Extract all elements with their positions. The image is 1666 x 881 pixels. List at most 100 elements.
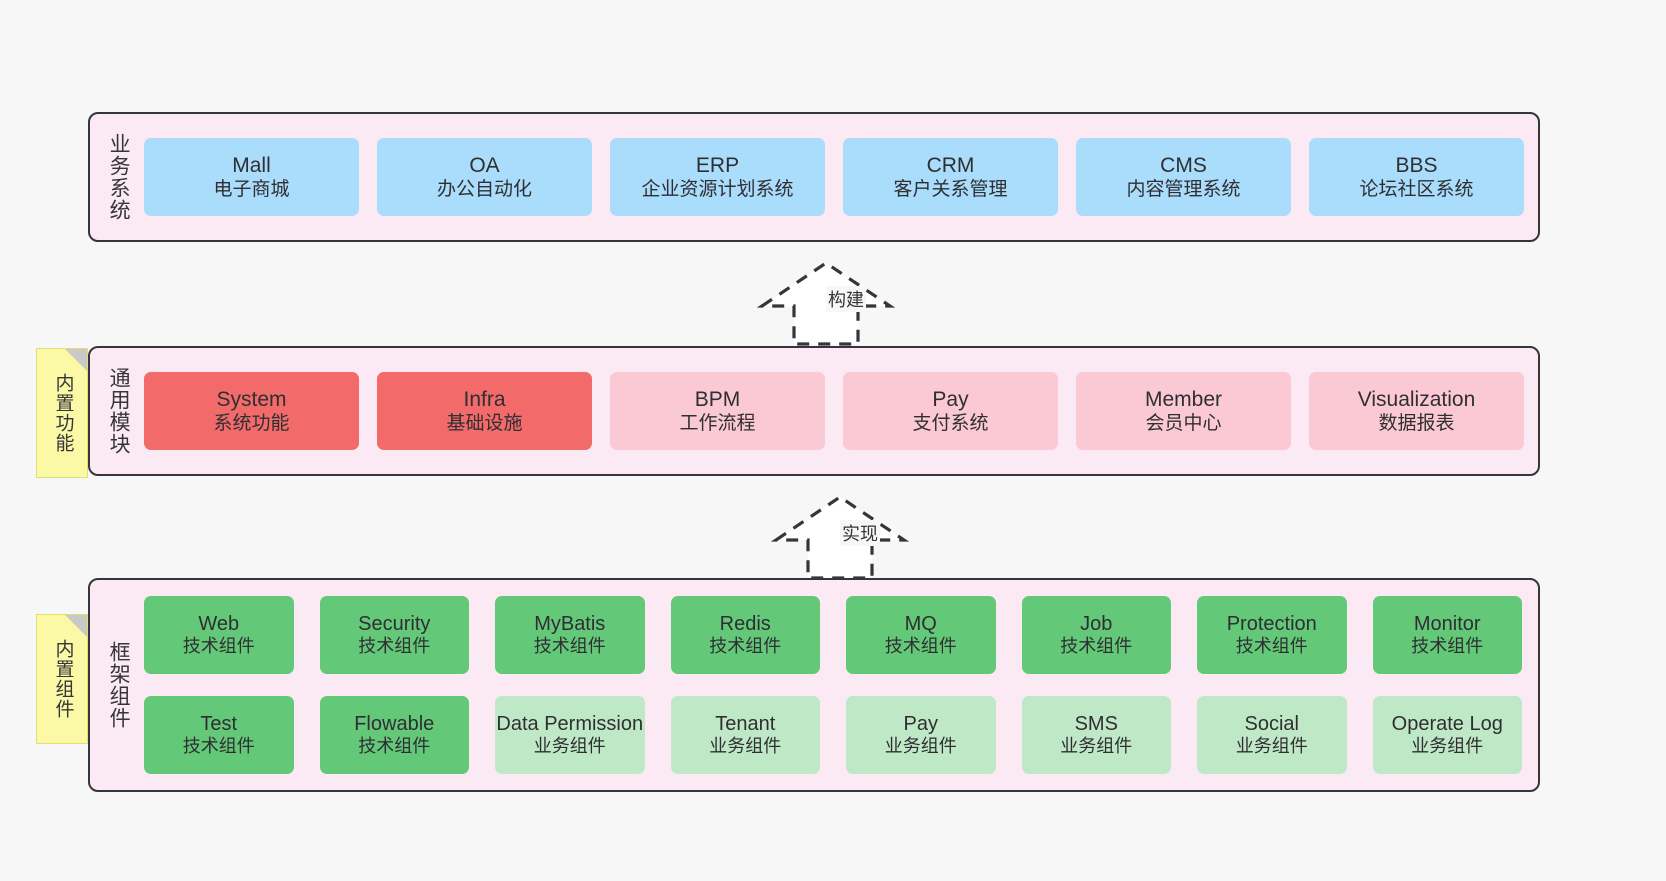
card-subtitle: 技术组件	[709, 636, 782, 657]
card-subtitle: 论坛社区系统	[1359, 179, 1474, 201]
note-fold-corner-icon	[65, 349, 87, 371]
card-title: ERP	[695, 153, 740, 177]
connector-build: 构建	[750, 258, 940, 348]
card-title: MQ	[904, 612, 937, 635]
card-subtitle: 企业资源计划系统	[641, 179, 794, 201]
card-title: Job	[1080, 612, 1113, 635]
card-subtitle: 技术组件	[1411, 636, 1484, 657]
card-title: Web	[198, 612, 240, 635]
card-subtitle: 技术组件	[1235, 636, 1308, 657]
card-title: System	[216, 387, 287, 411]
card-title: BBS	[1395, 153, 1438, 177]
card-title: Tenant	[715, 712, 776, 735]
note-builtin-component-label: 内置组件	[52, 639, 74, 719]
card-subtitle: 业务组件	[1235, 736, 1308, 757]
card-title: Infra	[463, 387, 506, 411]
note-builtin-component: 内置组件	[36, 614, 88, 744]
card-title: OA	[469, 153, 500, 177]
card-title: Flowable	[354, 712, 435, 735]
card-title: SMS	[1074, 712, 1118, 735]
card-title: CMS	[1160, 153, 1207, 177]
card-title: Member	[1144, 387, 1223, 411]
card-subtitle: 业务组件	[1060, 736, 1133, 757]
card-title: Pay	[903, 712, 938, 735]
business-system-layer-title: 业务系统	[107, 133, 131, 221]
card-subtitle: 办公自动化	[436, 179, 532, 201]
card-title: Protection	[1226, 612, 1317, 635]
card-subtitle: 电子商城	[213, 179, 290, 201]
card-subtitle: 技术组件	[1060, 636, 1133, 657]
card-subtitle: 基础设施	[446, 413, 523, 435]
card-subtitle: 客户关系管理	[893, 179, 1008, 201]
card-title: Test	[200, 712, 238, 735]
card-title: MyBatis	[534, 612, 606, 635]
card-subtitle: 系统功能	[213, 413, 290, 435]
note-builtin-feature: 内置功能	[36, 348, 88, 478]
card-title: Redis	[719, 612, 771, 635]
common-module-layer-title: 通用模块	[107, 367, 131, 455]
card-title: Mall	[232, 153, 271, 177]
card-subtitle: 技术组件	[182, 736, 255, 757]
connector-implement: 实现	[764, 492, 954, 582]
card-subtitle: 业务组件	[884, 736, 957, 757]
card-subtitle: 工作流程	[679, 413, 756, 435]
card-subtitle: 会员中心	[1145, 413, 1222, 435]
card-subtitle: 技术组件	[358, 636, 431, 657]
card-title: Operate Log	[1391, 712, 1503, 735]
card-subtitle: 支付系统	[912, 413, 989, 435]
card-title: Monitor	[1413, 612, 1481, 635]
card-subtitle: 内容管理系统	[1126, 179, 1241, 201]
card-subtitle: 业务组件	[709, 736, 782, 757]
card-subtitle: 业务组件	[533, 735, 606, 756]
connector-build-label: 构建	[826, 286, 866, 312]
card-subtitle: 技术组件	[884, 636, 957, 657]
card-title: Security	[358, 612, 431, 635]
note-fold-corner-icon	[65, 615, 87, 637]
card-title: Pay	[932, 387, 969, 411]
card-subtitle: 数据报表	[1378, 413, 1455, 435]
card-subtitle: 业务组件	[1411, 735, 1484, 756]
card-title: CRM	[926, 153, 975, 177]
card-title: Social	[1244, 712, 1299, 735]
card-title: Data Permission	[496, 712, 644, 735]
framework-component-layer-title: 框架组件	[107, 641, 131, 729]
card-subtitle: 技术组件	[182, 636, 255, 657]
connector-implement-label: 实现	[840, 520, 880, 546]
card-subtitle: 技术组件	[358, 736, 431, 757]
note-builtin-feature-label: 内置功能	[52, 373, 74, 453]
card-title: Visualization	[1357, 387, 1476, 411]
